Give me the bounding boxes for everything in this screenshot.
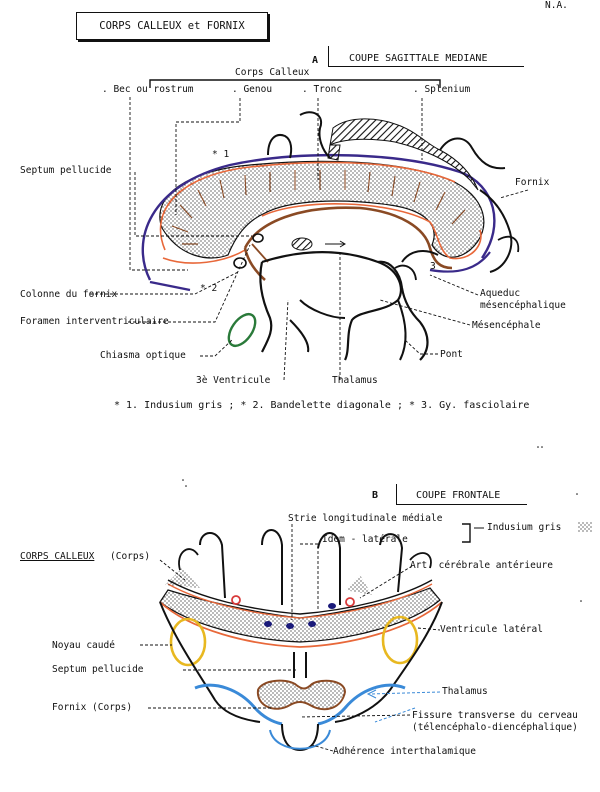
corps-calleux-group-label: Corps Calleux — [235, 67, 310, 78]
page-title: CORPS CALLEUX et FORNIX — [76, 12, 268, 40]
label-indusium-gris: Indusium gris — [487, 522, 562, 533]
section-a-footnote: * 1. Indusium gris ; * 2. Bandelette dia… — [114, 400, 530, 411]
section-b-underline — [396, 484, 527, 505]
label-septum-a: Septum pellucide — [20, 165, 112, 176]
label-fornix-corps: Fornix (Corps) — [52, 702, 133, 713]
marker-2: * 2 — [200, 283, 218, 294]
label-fissure-2: (télencéphalo-diencéphalique) — [412, 722, 578, 733]
section-b-letter: B — [372, 490, 379, 501]
label-strie-mediale: Strie longitudinale médiale — [288, 513, 443, 524]
frontal-section-drawing — [140, 446, 592, 752]
label-adherence: Adhérence interthalamique — [333, 746, 476, 757]
label-art-cerebrale: Art. cérébrale antérieure — [410, 560, 553, 571]
section-b-title: COUPE FRONTALE — [416, 490, 501, 501]
corner-initials: N.A. — [545, 0, 568, 11]
label-strie-laterale: Idem - latérale — [322, 534, 408, 545]
label-mesencephale: Mésencéphale — [472, 320, 541, 331]
section-a-title: COUPE SAGITTALE MEDIANE — [349, 53, 488, 64]
label-fornix-a: Fornix — [515, 177, 550, 188]
section-a-letter: A — [312, 55, 319, 66]
marker-3: 3 — [430, 261, 436, 272]
sagittal-section-drawing — [90, 79, 529, 381]
label-ventricule-lateral: Ventricule latéral — [440, 624, 543, 635]
section-a-underline — [328, 46, 524, 67]
label-noyau-caude: Noyau caudé — [52, 640, 115, 651]
label-corps-suffix: (Corps) — [110, 551, 151, 562]
label-foramen: Foramen interventriculaire — [20, 316, 169, 327]
corpus-callosum-body — [159, 160, 485, 259]
label-thalamus-a: Thalamus — [332, 375, 378, 386]
label-septum-b: Septum pellucide — [52, 664, 144, 675]
frontal-corpus-callosum — [159, 587, 441, 643]
part-tronc: . Tronc — [302, 84, 343, 95]
part-splenium: . Splenium — [413, 84, 471, 95]
label-pont: Pont — [440, 349, 463, 360]
label-3e-ventricule: 3è Ventricule — [196, 375, 271, 386]
label-aqueduc-2: mésencéphalique — [480, 300, 566, 311]
marker-1: * 1 — [212, 149, 230, 160]
label-aqueduc-1: Aqueduc — [480, 288, 521, 299]
label-colonne-fornix: Colonne du fornix — [20, 289, 118, 300]
label-thalamus-b: Thalamus — [442, 686, 488, 697]
label-corps-calleux-b: CORPS CALLEUX — [20, 551, 95, 562]
label-fissure-1: Fissure transverse du cerveau — [412, 710, 578, 721]
label-chiasma: Chiasma optique — [100, 350, 186, 361]
part-genou: . Genou — [232, 84, 273, 95]
part-rostrum: . Bec ou rostrum — [102, 84, 194, 95]
